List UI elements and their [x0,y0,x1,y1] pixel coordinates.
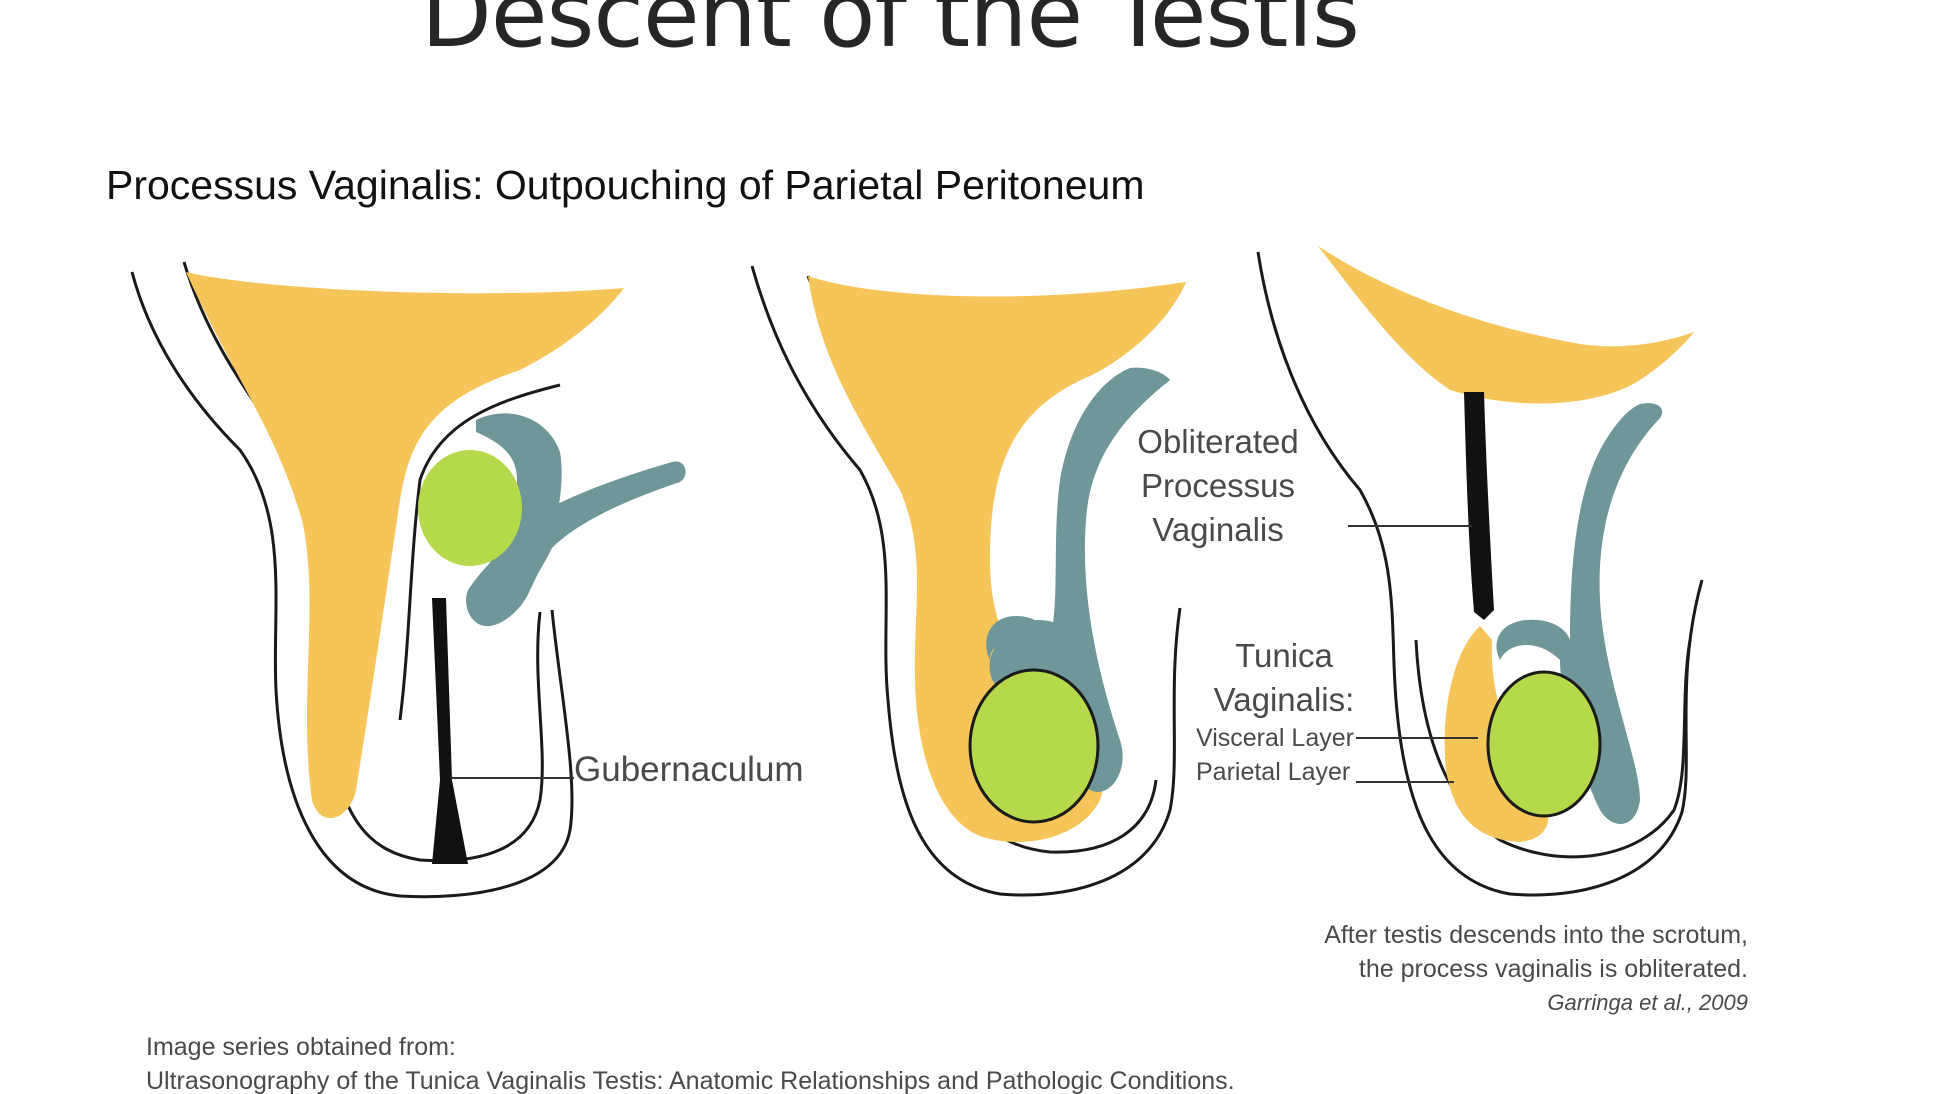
slide-title: Descent of the Testis [421,0,1360,68]
caption-citation: Garringa et al., 2009 [1547,990,1748,1015]
label-obliterated-processus-vaginalis: Obliterated Processus Vaginalis [1118,420,1318,552]
caption-line-1: After testis descends into the scrotum, [1324,921,1748,949]
source-line-1: Image series obtained from: [146,1033,456,1061]
figure-caption: After testis descends into the scrotum, … [1324,918,1748,1020]
epididymis-shape [986,367,1170,792]
epididymis-shape [466,413,686,627]
scrotal-wall-outer [130,271,574,899]
gubernaculum-shape [432,598,468,864]
label-line: Vaginalis: [1213,681,1355,718]
source-line-2: Ultrasonography of the Tunica Vaginalis … [146,1067,1235,1094]
panel-stage-1 [130,261,686,899]
image-source: Image series obtained from: Ultrasonogra… [146,1030,1235,1094]
testis-shape [968,668,1100,824]
label-line: Processus [1140,467,1296,504]
panel-stage-3 [1256,246,1704,897]
label-visceral-layer: Visceral Layer [1196,724,1354,752]
label-line: Obliterated [1137,423,1299,460]
label-tunica-vaginalis: Tunica Vaginalis: [1184,634,1384,722]
peritoneum-shape [1318,246,1694,404]
caption-line-2: the process vaginalis is obliterated. [1358,955,1748,983]
label-line: Vaginalis [1152,511,1284,548]
peritoneum-shape [186,272,624,819]
panel-stage-2 [750,265,1186,897]
processus-outline [398,383,561,721]
epididymis-shape [1496,403,1663,824]
label-gubernaculum: Gubernaculum [574,750,804,789]
scrotal-wall-outer [750,265,1182,897]
scrotal-wall-outer [1256,251,1704,897]
testis-shape [418,450,522,566]
obliterated-processus-cord [1464,392,1494,620]
slide-subtitle: Processus Vaginalis: Outpouching of Pari… [106,162,1145,208]
testis-shape [1486,670,1602,818]
peritoneum-shape [808,276,1186,842]
scrotal-wall-inner [1414,639,1692,859]
label-parietal-layer: Parietal Layer [1196,758,1351,786]
label-line: Tunica [1235,637,1333,674]
